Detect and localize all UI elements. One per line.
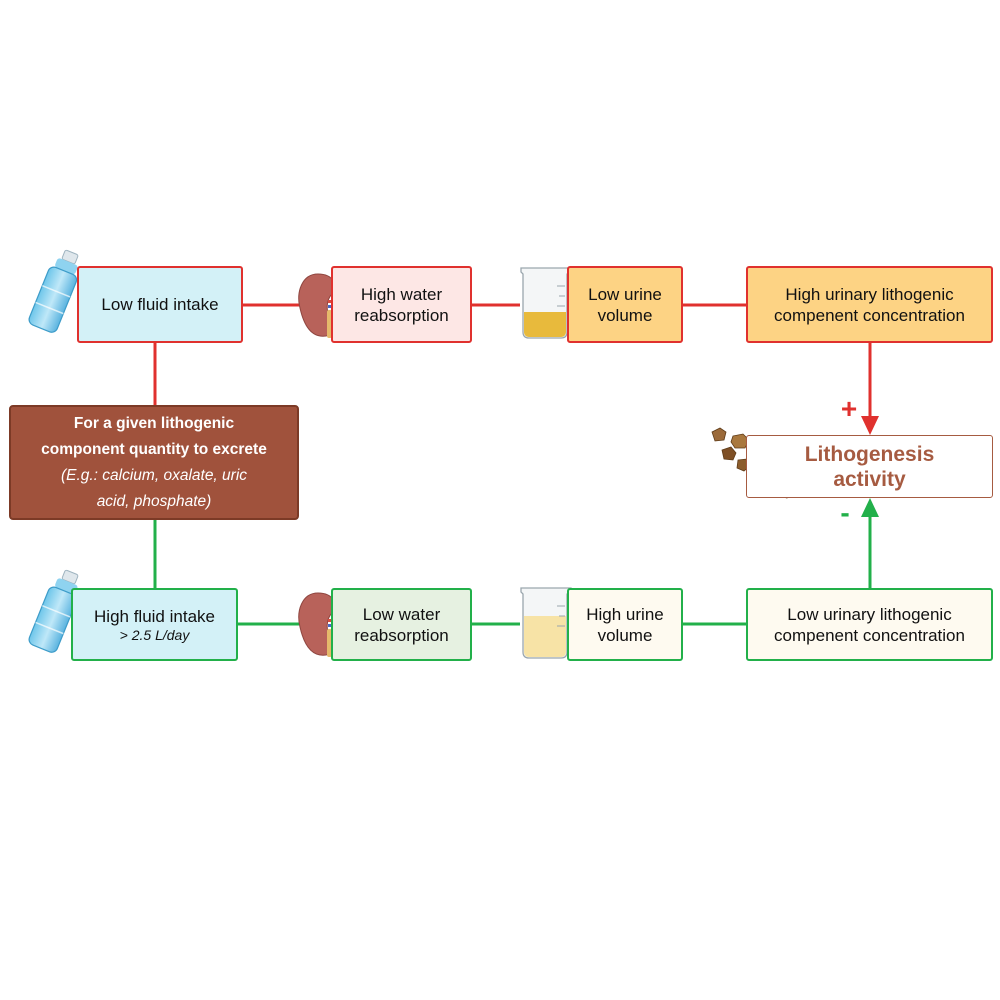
- low-water-reabsorption-box: Low water reabsorption: [331, 588, 472, 661]
- lithogenic-quantity-title-line1: For a given lithogenic: [73, 414, 235, 432]
- high-urine-volume-box: High urine volume: [567, 588, 683, 661]
- water-bottle-icon: [28, 249, 79, 333]
- beaker-icon: [520, 267, 572, 339]
- lithogenic-examples-line1: (E.g.: calcium, oxalate, uric: [60, 466, 248, 484]
- lithogenic-quantity-title-line2: component quantity to excrete: [41, 440, 267, 458]
- high-concentration-box: High urinary lithogenic compenent concen…: [746, 266, 993, 343]
- high-water-reabsorption-box: High water reabsorption: [331, 266, 472, 343]
- arrow-head-up: [861, 498, 879, 517]
- lithogenesis-line1: Lithogenesis: [804, 442, 935, 466]
- low-concentration-line1: Low urinary lithogenic: [787, 604, 952, 624]
- lithogenic-quantity-box: For a given lithogenic component quantit…: [9, 405, 299, 520]
- low-urine-volume-box: Low urine volume: [567, 266, 683, 343]
- lithogenic-examples-line2: acid, phosphate): [96, 492, 212, 510]
- low-urine-volume-line2: volume: [597, 305, 653, 325]
- kidney-icon: [298, 273, 344, 338]
- plus-sign: +: [841, 393, 857, 424]
- high-urine-volume-line1: High urine: [586, 604, 664, 624]
- lithogenesis-activity-box: Lithogenesis activity: [746, 435, 993, 498]
- high-water-reabsorption-line1: High water: [360, 284, 443, 304]
- low-urine-volume-line1: Low urine: [588, 284, 662, 304]
- high-fluid-intake-box: High fluid intake > 2.5 L/day: [71, 588, 238, 661]
- low-concentration-line2: compenent concentration: [774, 625, 965, 645]
- low-water-reabsorption-line2: reabsorption: [354, 625, 449, 645]
- high-urine-volume-line2: volume: [597, 625, 653, 645]
- top-connectors: [153, 303, 872, 418]
- arrow-head-down: [861, 416, 879, 435]
- low-water-reabsorption-line1: Low water: [362, 604, 441, 624]
- lithogenesis-line2: activity: [833, 467, 906, 491]
- high-concentration-line2: compenent concentration: [774, 305, 965, 325]
- bottom-connectors: [153, 515, 872, 626]
- beaker-icon: [520, 587, 572, 659]
- low-concentration-box: Low urinary lithogenic compenent concent…: [746, 588, 993, 661]
- low-fluid-intake-label: Low fluid intake: [101, 295, 219, 314]
- high-concentration-line1: High urinary lithogenic: [785, 284, 954, 304]
- high-fluid-intake-label: High fluid intake: [94, 606, 215, 626]
- high-water-reabsorption-line2: reabsorption: [354, 305, 449, 325]
- low-fluid-intake-box: Low fluid intake: [77, 266, 243, 343]
- minus-sign: -: [840, 497, 849, 528]
- high-fluid-intake-detail: > 2.5 L/day: [119, 626, 190, 643]
